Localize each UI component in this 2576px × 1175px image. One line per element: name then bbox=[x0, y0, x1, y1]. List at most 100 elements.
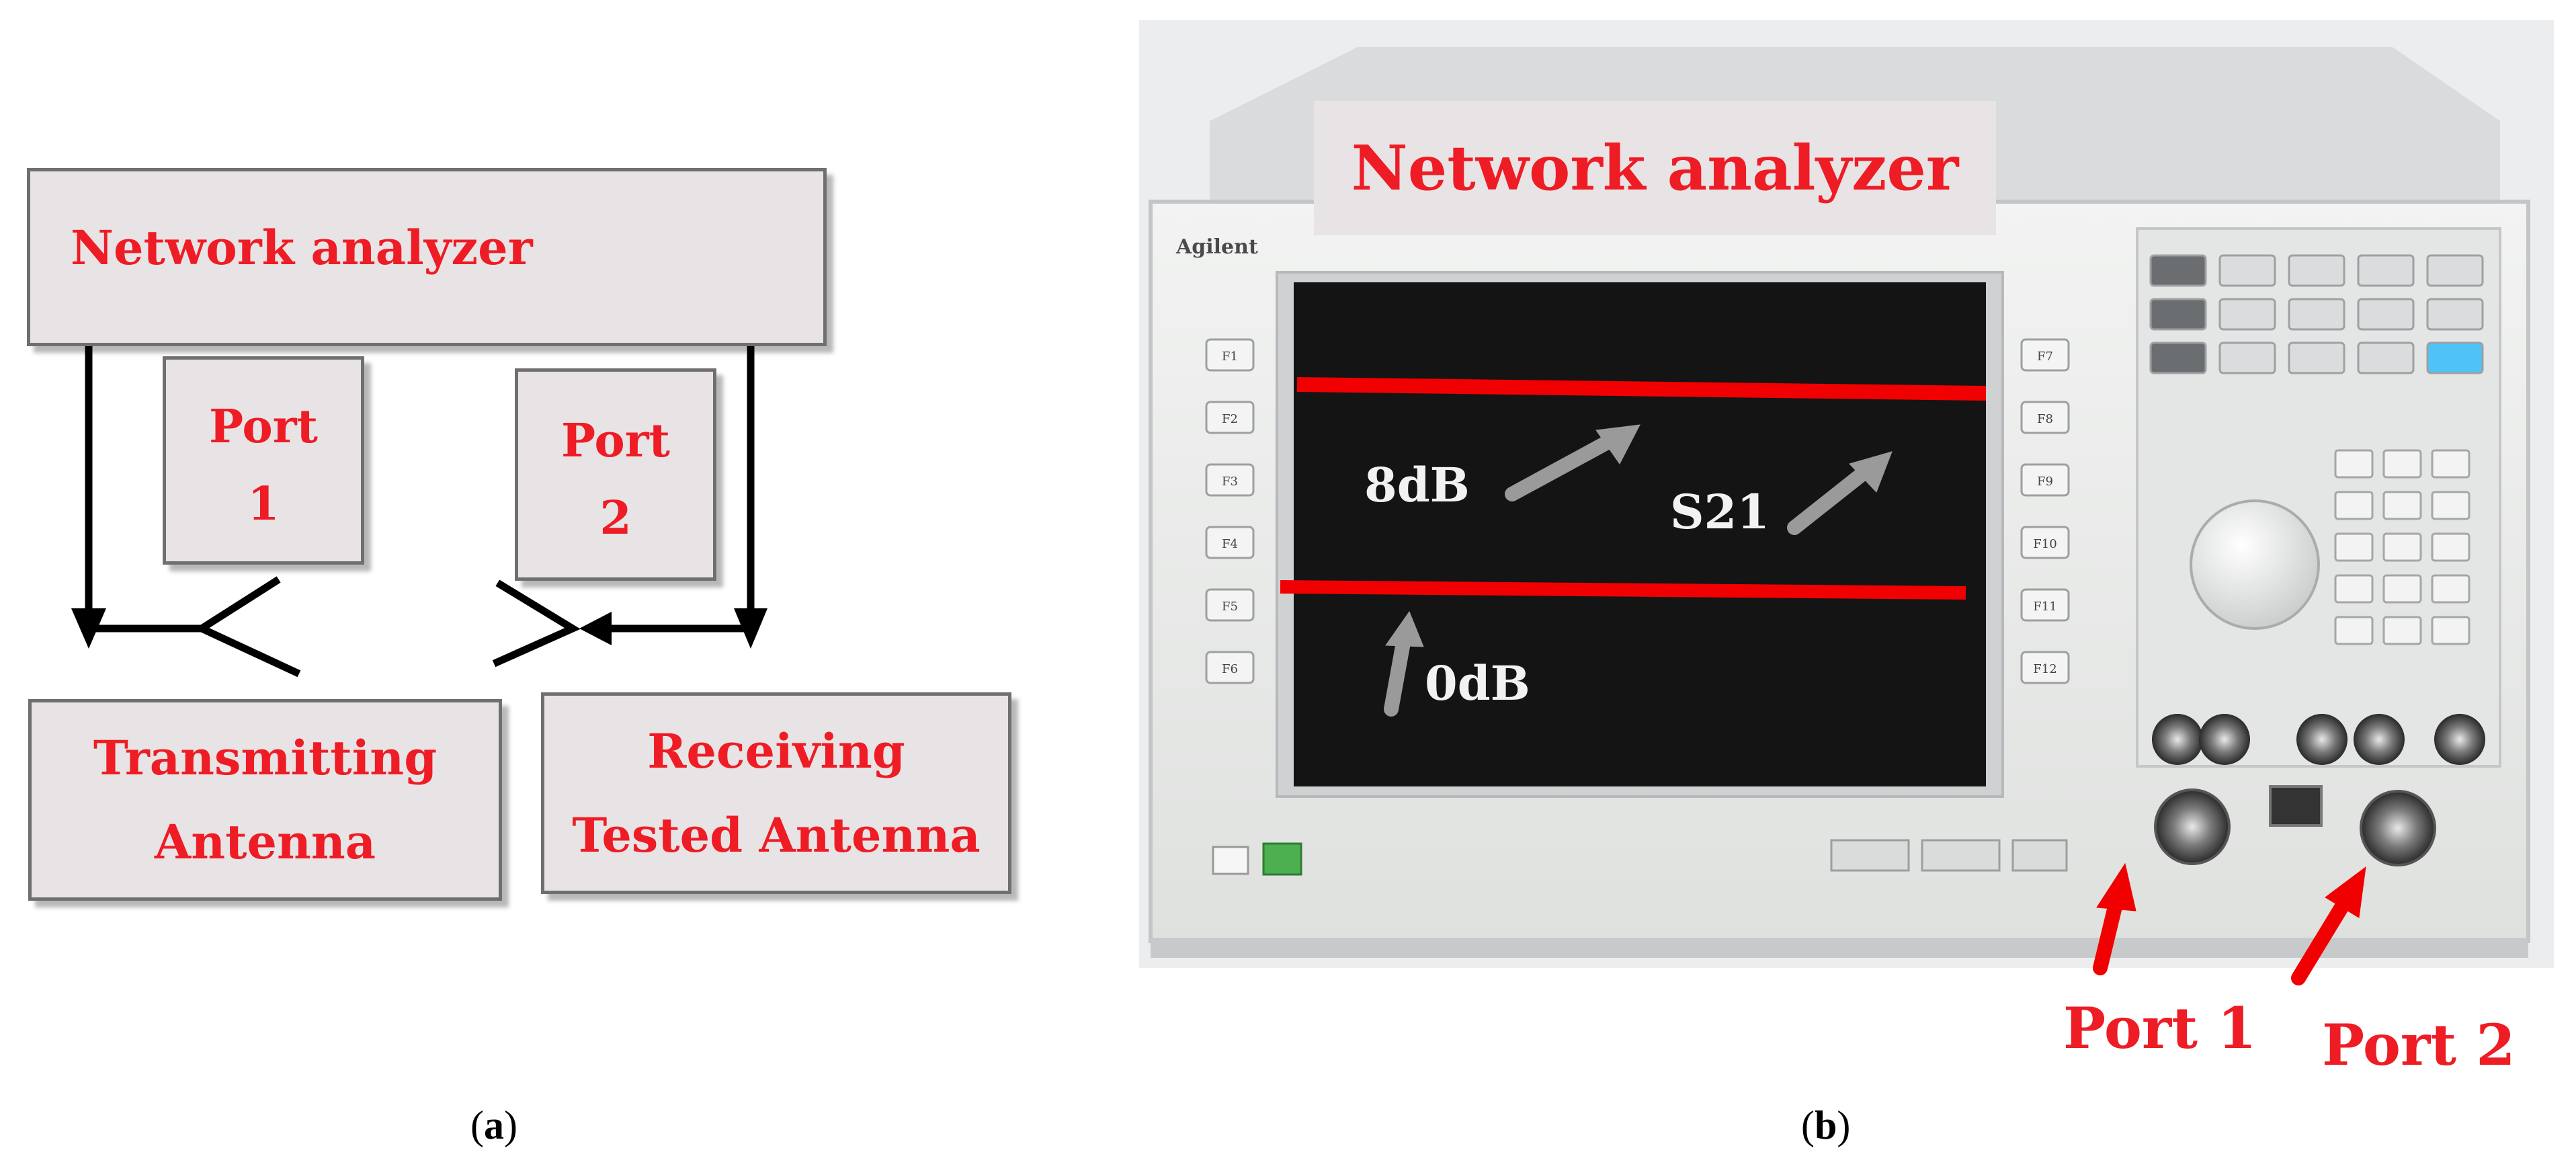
caption-a-close: ) bbox=[503, 1103, 517, 1147]
analyzer-title-box: Network analyzer bbox=[1314, 101, 1996, 235]
softkey: F6 bbox=[1205, 651, 1255, 684]
port2-label: Port 2 bbox=[2322, 1012, 2516, 1078]
rx-label-line1: Receiving bbox=[647, 723, 905, 779]
keypad-key bbox=[2431, 574, 2470, 604]
softkey-label: F4 bbox=[1222, 537, 1238, 551]
port2-box: Port 2 bbox=[515, 368, 716, 581]
softkey-label: F11 bbox=[2033, 600, 2056, 614]
keypad-key bbox=[2382, 449, 2422, 479]
softkey-label: F2 bbox=[1222, 412, 1238, 426]
keypad-key bbox=[2334, 491, 2374, 520]
network-analyzer-label: Network analyzer bbox=[71, 220, 533, 276]
tx-label-line1: Transmitting bbox=[93, 730, 438, 786]
instrument-bottom-edge bbox=[1151, 938, 2528, 958]
softkey-label: F7 bbox=[2037, 350, 2053, 364]
softkey: F9 bbox=[2020, 463, 2070, 497]
bottom-button bbox=[2011, 839, 2068, 872]
control-button bbox=[2218, 298, 2276, 331]
receiving-antenna-box: Receiving Tested Antenna bbox=[541, 692, 1011, 894]
keypad-key bbox=[2431, 491, 2470, 520]
softkey-label: F5 bbox=[1222, 600, 1238, 614]
keypad-key bbox=[2431, 532, 2470, 562]
control-button bbox=[2288, 341, 2345, 374]
control-button bbox=[2288, 254, 2345, 287]
brand-logo: Agilent bbox=[1175, 235, 1258, 259]
control-button bbox=[2426, 298, 2484, 331]
power-switch bbox=[1212, 846, 1249, 875]
label-8db: 8dB bbox=[1364, 457, 1470, 513]
caption-a-letter: a bbox=[483, 1103, 504, 1147]
softkey: F4 bbox=[1205, 526, 1255, 559]
panel-a-connectors bbox=[71, 346, 767, 678]
keypad-key bbox=[2382, 574, 2422, 604]
softkey-label: F8 bbox=[2037, 412, 2053, 426]
port1-label-line2: 1 bbox=[247, 477, 280, 531]
softkey: F2 bbox=[1205, 401, 1255, 434]
control-button bbox=[2149, 254, 2207, 287]
trace-line-8db bbox=[1296, 377, 1987, 401]
keypad-key bbox=[2382, 616, 2422, 645]
transmitting-antenna-box: Transmitting Antenna bbox=[28, 699, 502, 901]
label-s21: S21 bbox=[1670, 484, 1770, 540]
rx-label-line2: Tested Antenna bbox=[572, 807, 981, 863]
softkey: F3 bbox=[1205, 463, 1255, 497]
label-0db: 0dB bbox=[1425, 655, 1530, 711]
keypad-key bbox=[2431, 616, 2470, 645]
softkey: F5 bbox=[1205, 588, 1255, 622]
red-port-arrows bbox=[2093, 862, 2366, 985]
keypad bbox=[2334, 449, 2470, 645]
keypad-key bbox=[2334, 449, 2374, 479]
control-button bbox=[2357, 341, 2415, 374]
control-button bbox=[2218, 341, 2276, 374]
softkey: F1 bbox=[1205, 338, 1255, 372]
control-button bbox=[2426, 254, 2484, 287]
small-connector bbox=[2434, 714, 2485, 765]
softkey-label: F9 bbox=[2037, 475, 2053, 489]
tx-label-line2: Antenna bbox=[154, 814, 376, 870]
small-connector bbox=[2354, 714, 2405, 765]
small-connector bbox=[2199, 714, 2250, 765]
softkey-label: F6 bbox=[1222, 662, 1238, 676]
caption-a-open: ( bbox=[470, 1103, 484, 1147]
right-down-arrowhead bbox=[734, 608, 767, 649]
control-button bbox=[2426, 341, 2484, 374]
port1-connector bbox=[2154, 788, 2231, 865]
trace-line-0db bbox=[1280, 580, 1966, 600]
keypad-key bbox=[2382, 491, 2422, 520]
softkey-label: F1 bbox=[1222, 350, 1238, 364]
bottom-button bbox=[1921, 839, 2001, 872]
softkey-label: F3 bbox=[1222, 475, 1238, 489]
power-indicator bbox=[1262, 842, 1302, 876]
caption-b: (b) bbox=[1801, 1102, 1850, 1149]
left-down-arrowhead bbox=[71, 608, 106, 649]
keypad-key bbox=[2334, 616, 2374, 645]
caption-b-open: ( bbox=[1801, 1103, 1815, 1147]
tx-antenna-symbol bbox=[194, 576, 301, 678]
port1-box: Port 1 bbox=[163, 356, 364, 565]
softkey: F12 bbox=[2020, 651, 2070, 684]
keypad-key bbox=[2334, 532, 2374, 562]
softkey-label: F10 bbox=[2033, 537, 2056, 551]
control-button bbox=[2288, 298, 2345, 331]
right-left-arrowhead bbox=[579, 612, 612, 645]
analyzer-title-label: Network analyzer bbox=[1351, 132, 1959, 204]
port1-label-line1: Port bbox=[209, 400, 318, 454]
small-connector bbox=[2296, 714, 2348, 765]
softkey: F11 bbox=[2020, 588, 2070, 622]
softkey-label: F12 bbox=[2033, 662, 2056, 676]
keypad-key bbox=[2382, 532, 2422, 562]
lan-port bbox=[2269, 785, 2323, 827]
network-analyzer-box: Network analyzer bbox=[27, 168, 827, 346]
softkey: F7 bbox=[2020, 338, 2070, 372]
bottom-button bbox=[1830, 839, 1910, 872]
rf-connectors bbox=[2152, 714, 2485, 866]
brand-text: Agilent bbox=[1175, 235, 1258, 259]
softkey: F8 bbox=[2020, 401, 2070, 434]
caption-a: (a) bbox=[470, 1102, 517, 1149]
port1-label: Port 1 bbox=[2063, 995, 2257, 1061]
caption-b-letter: b bbox=[1814, 1103, 1837, 1147]
